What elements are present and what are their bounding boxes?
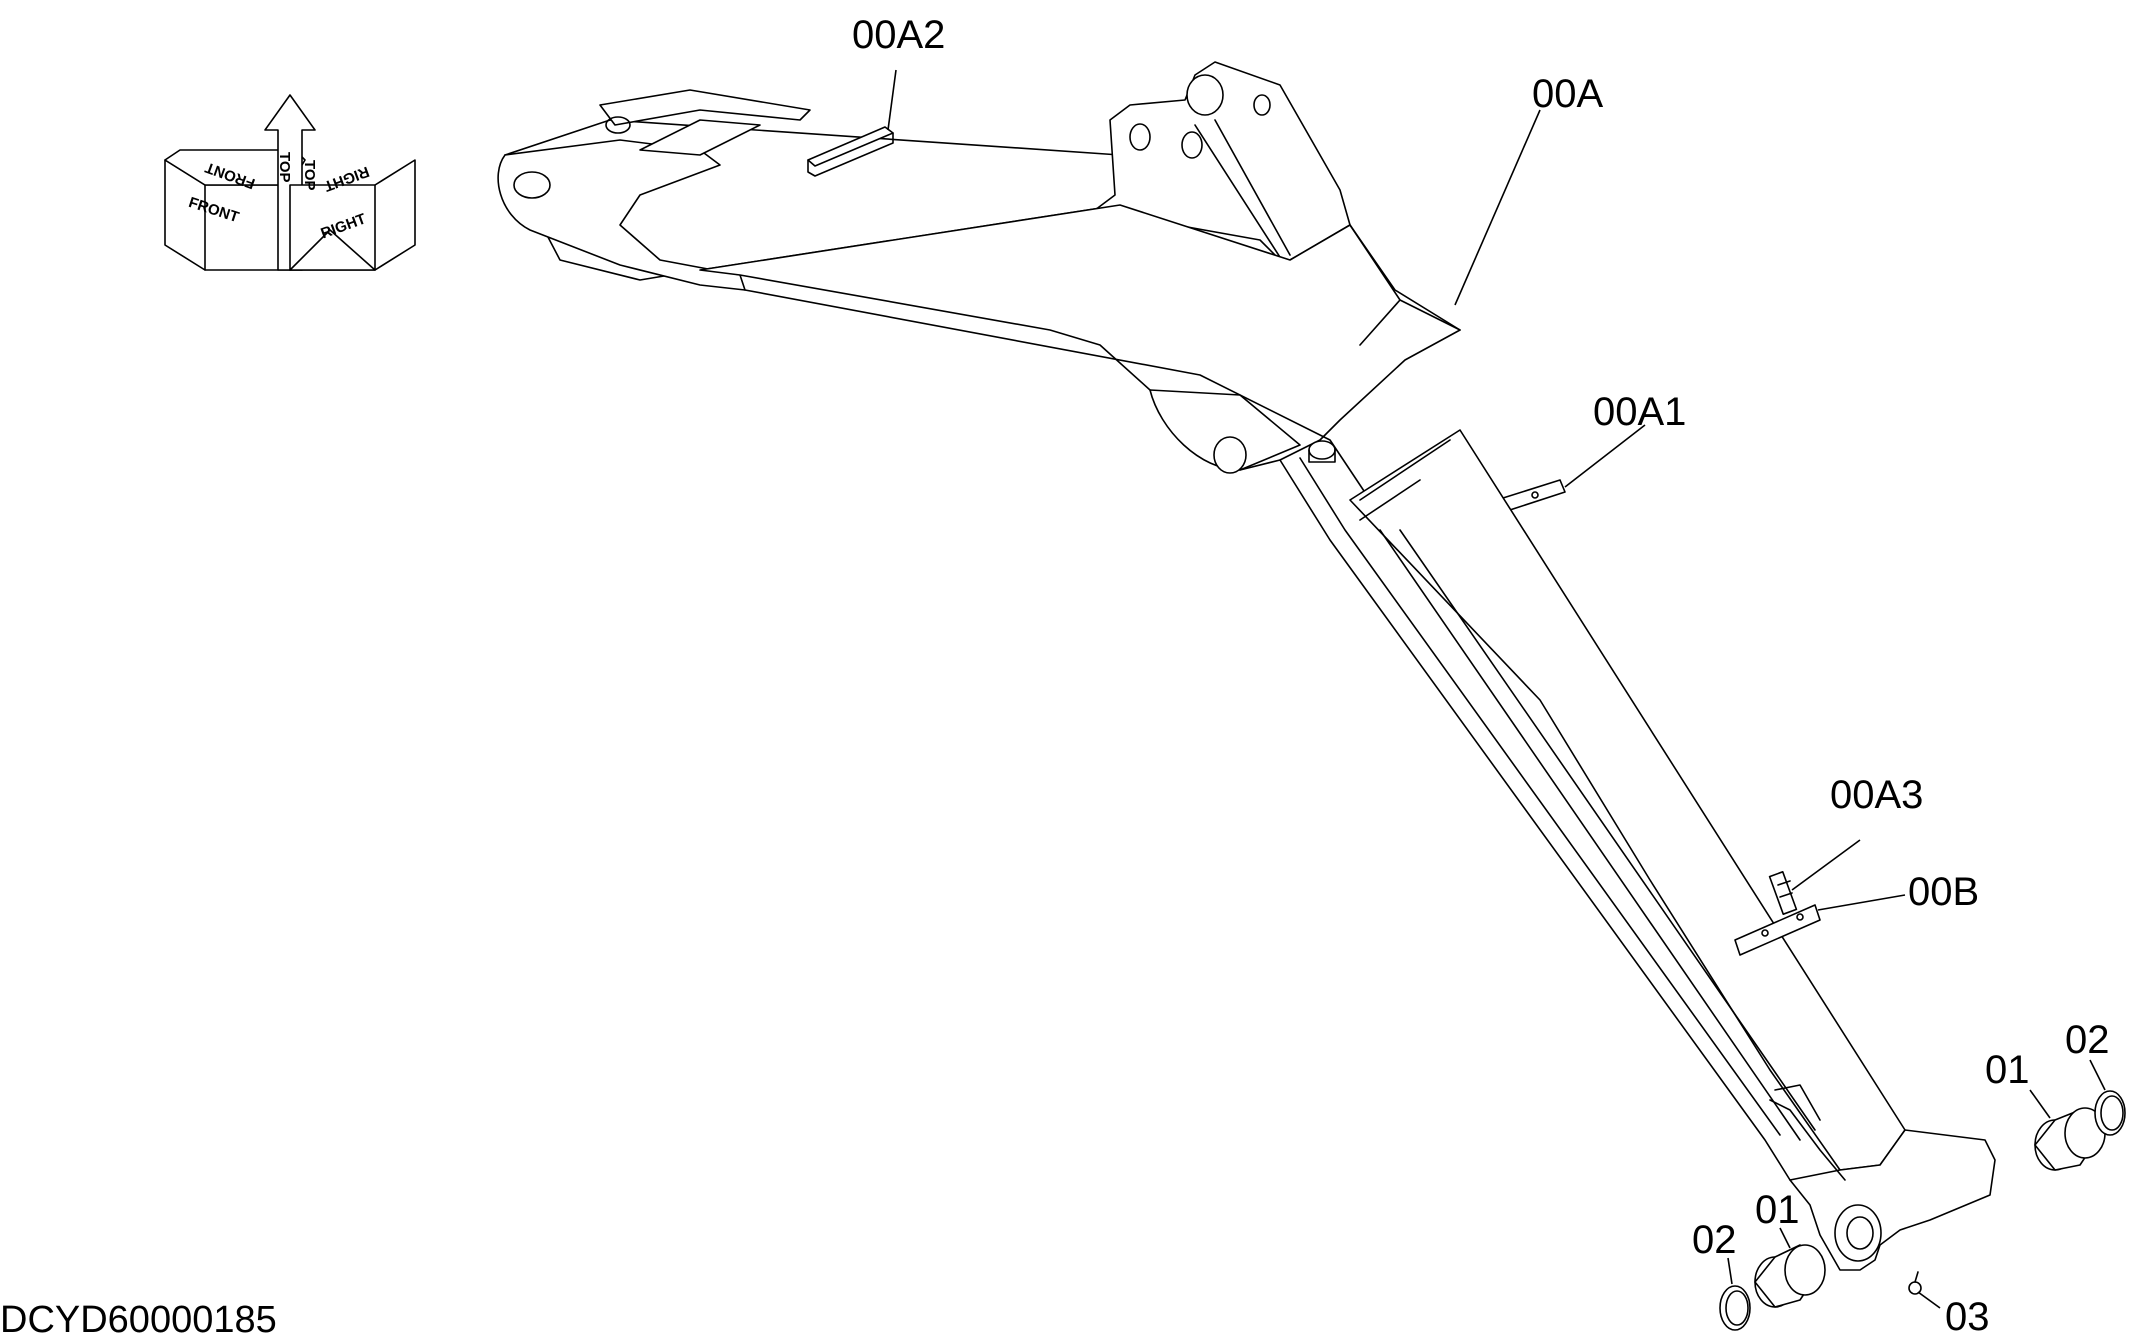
- part-02-ring-left: [1719, 1285, 1751, 1331]
- boom-foot-pin-hole: [513, 171, 551, 199]
- boom-assembly: [497, 61, 1996, 1295]
- boom-foot-plate: [497, 139, 746, 291]
- part-01-bushing-left: [1754, 1244, 1826, 1308]
- part-03-grease-fitting: [1908, 1271, 1922, 1295]
- callout-00B: 00B: [1908, 870, 1979, 914]
- part-01-bushing-right: [2034, 1107, 2106, 1171]
- callout-00A3: 00A3: [1830, 773, 1923, 817]
- leader-lines: [887, 69, 2106, 1309]
- callout-00A: 00A: [1532, 72, 1603, 116]
- part-00B-band: [1734, 904, 1821, 956]
- part-00A3-decal: [1768, 871, 1798, 915]
- boom-main-section: [1349, 429, 1906, 1171]
- boom-side-pin: [1308, 440, 1336, 460]
- callout-02-right: 02: [2065, 1018, 2110, 1062]
- callout-02-left: 02: [1692, 1218, 1737, 1262]
- callout-00A1: 00A1: [1593, 390, 1686, 434]
- orientation-top-mirror-label: TOP: [301, 160, 318, 191]
- callout-00A2: 00A2: [852, 13, 945, 57]
- callout-03: 03: [1945, 1295, 1990, 1335]
- callout-01-left: 01: [1755, 1188, 1800, 1232]
- orientation-top-label: TOP: [276, 152, 293, 183]
- drawing-code: DCYD60000185: [0, 1299, 277, 1335]
- boom-tip-boss: [1834, 1204, 1882, 1262]
- part-02-ring-right: [2094, 1090, 2126, 1136]
- callout-01-right: 01: [1985, 1048, 2030, 1092]
- orientation-indicator: FRONT FRONT TOP TOP RIGHT RIGHT: [164, 94, 416, 271]
- boom-bend-section: [699, 204, 1461, 471]
